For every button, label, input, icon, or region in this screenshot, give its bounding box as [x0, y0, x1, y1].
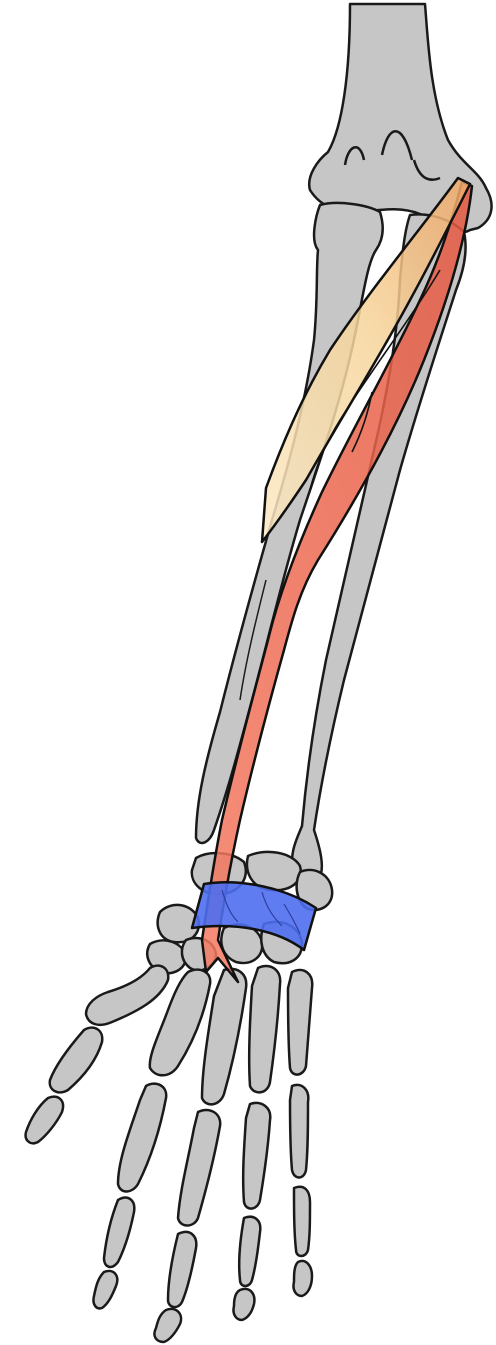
middle-proximal-phalanx — [178, 1110, 220, 1226]
little-distal-phalanx — [293, 1261, 312, 1296]
index-middle-phalanx — [104, 1198, 134, 1267]
ring-middle-phalanx — [239, 1217, 260, 1286]
little-proximal-phalanx — [290, 1085, 308, 1178]
index-proximal-phalanx — [118, 1084, 166, 1192]
little-middle-phalanx — [294, 1187, 310, 1256]
index-distal-phalanx — [93, 1271, 117, 1308]
ulna-bone — [196, 203, 383, 843]
ring-distal-phalanx — [233, 1289, 254, 1320]
thumb-metacarpal — [86, 966, 168, 1025]
little-metacarpal — [288, 970, 312, 1075]
thumb-proximal-phalanx — [50, 1028, 103, 1093]
middle-distal-phalanx — [154, 1309, 181, 1342]
ring-metacarpal — [249, 966, 280, 1092]
middle-middle-phalanx — [168, 1232, 196, 1307]
ring-proximal-phalanx — [243, 1103, 270, 1209]
thumb-distal-phalanx — [26, 1097, 63, 1144]
